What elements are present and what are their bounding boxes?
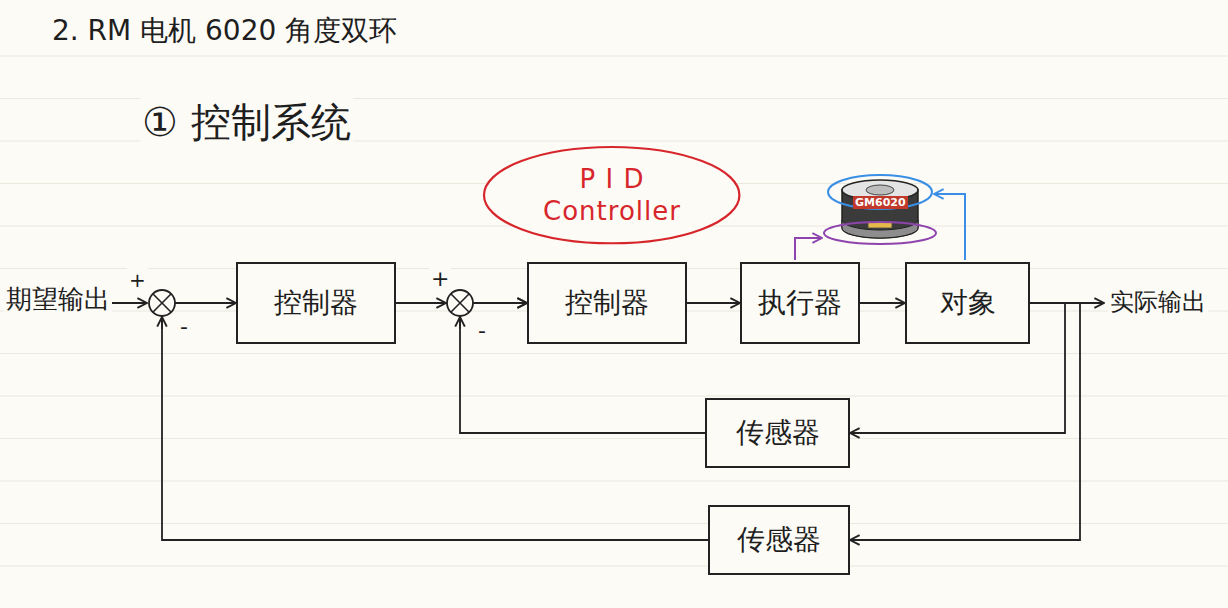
sensor-box: 传感器 [705, 398, 850, 468]
signal-arrow [687, 302, 740, 304]
junction-input-head [436, 302, 446, 304]
sign-plus: + [429, 266, 451, 292]
outer-controller-box: 控制器 [236, 262, 396, 344]
section-heading: ① 控制系统 [140, 98, 353, 146]
ellipse-outline [482, 145, 741, 245]
node-text: 执行器 [758, 286, 842, 320]
plant-leader [934, 194, 965, 260]
input-wire [112, 302, 147, 304]
ruled-line [0, 481, 1228, 482]
motor-badge: GM6020 [853, 196, 908, 209]
rotor-ring [828, 175, 932, 209]
node-text: 传感器 [737, 523, 821, 557]
output-label: 实际输出 [1108, 288, 1208, 317]
stator-ring [824, 222, 936, 244]
node-text: 传感器 [736, 416, 820, 450]
sensor-box: 传感器 [708, 505, 850, 575]
ruled-line [0, 438, 1228, 439]
ruled-line [0, 523, 1228, 524]
node-text: 对象 [940, 286, 996, 320]
summing-junction [149, 290, 175, 329]
signal-arrow [860, 302, 905, 304]
input-label: 期望输出 [4, 284, 112, 315]
summing-junction [447, 290, 473, 329]
node-text: 控制器 [565, 286, 649, 320]
page-title: 2. RM 电机 6020 角度双环 [48, 12, 401, 50]
ruled-line [0, 396, 1228, 397]
gm6020-motor [842, 180, 918, 238]
sign-minus: - [476, 318, 488, 344]
actuator-box: 执行器 [740, 262, 860, 344]
pid-controller-ellipse: P I D Controller [482, 145, 741, 245]
actuator-leader [795, 238, 822, 260]
sign-minus: - [178, 314, 190, 340]
ruled-line [0, 56, 1228, 57]
inner-controller-box: 控制器 [527, 262, 687, 344]
ruled-line [0, 566, 1228, 567]
plant-box: 对象 [905, 262, 1030, 344]
sign-plus: + [127, 268, 148, 292]
node-text: P I D Controller [526, 163, 698, 228]
ruled-line [0, 353, 1228, 354]
node-text: 控制器 [274, 286, 358, 320]
